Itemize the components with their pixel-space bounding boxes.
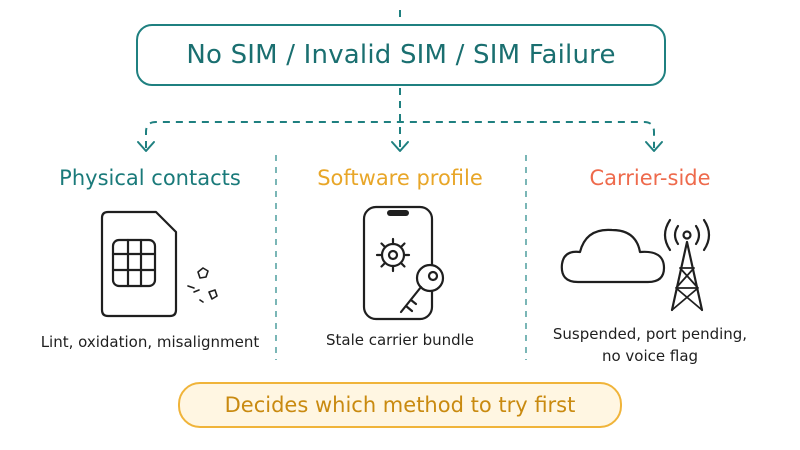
heading-carrier-side: Carrier-side [589, 166, 711, 190]
heading-software-profile: Software profile [317, 166, 483, 190]
heading-physical-contacts: Physical contacts [59, 166, 241, 190]
sim-card-icon [100, 210, 178, 318]
dust-particles-icon [187, 267, 218, 303]
caption-line: Lint, oxidation, misalignment [40, 333, 260, 351]
right-arrowhead [645, 141, 663, 152]
caption-carrier-side: Suspended, port pending, no voice flag [525, 323, 775, 367]
phone-gear-key-icon [362, 205, 445, 321]
title-box: No SIM / Invalid SIM / SIM Failure [136, 24, 666, 86]
diagram-title: No SIM / Invalid SIM / SIM Failure [186, 40, 616, 70]
caption-software-profile: Stale carrier bundle [275, 329, 525, 351]
left-arrowhead [137, 141, 155, 152]
center-arrowhead [391, 141, 409, 152]
cloud-cell-tower-icon [560, 218, 711, 312]
caption-line: no voice flag [601, 347, 699, 365]
footer-box: Decides which method to try first [178, 382, 622, 428]
footer-text: Decides which method to try first [224, 393, 576, 417]
caption-line: Suspended, port pending, [552, 325, 748, 343]
caption-physical-contacts: Lint, oxidation, misalignment [25, 331, 275, 353]
caption-line: Stale carrier bundle [325, 331, 475, 349]
branch-connector [145, 121, 655, 148]
